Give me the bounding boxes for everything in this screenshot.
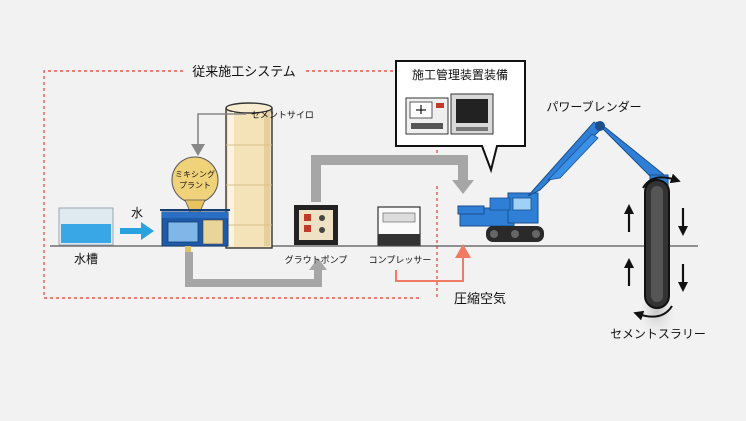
power-blender-label: パワーブレンダー (546, 99, 641, 114)
cement-silo-label: セメントサイロ (251, 110, 314, 121)
grout-pump-label: グラウトポンプ (285, 254, 348, 266)
cement-slurry-label: セメントスラリー (610, 327, 706, 341)
down-arrows-right (678, 208, 688, 292)
mixing-plant-label-2: プラント (179, 181, 211, 190)
compressor (377, 206, 421, 246)
system-title: 従来施工システム (192, 65, 296, 80)
water-arrow (120, 222, 154, 240)
up-arrows-left (624, 204, 634, 286)
water-label: 水 (131, 206, 143, 220)
pipe-pump-to-blender (311, 155, 468, 202)
silo-feed-head (191, 144, 205, 156)
control-device-label: 施工管理装置装備 (412, 67, 508, 82)
silo-feed-line (197, 113, 246, 146)
cement-silo (225, 102, 273, 249)
control-device-illustration (405, 93, 494, 135)
pipe-plant-to-pump (185, 252, 322, 287)
pipe-pump-to-blender-head (452, 180, 474, 194)
water-tank (58, 207, 114, 246)
rotation-arrow-bottom (633, 305, 673, 321)
compressed-air-label: 圧縮空気 (454, 291, 506, 307)
power-blender (457, 121, 669, 242)
mixing-plant-label-1: ミキシング (175, 169, 215, 179)
air-line-head (455, 244, 471, 258)
pipe-plant-to-pump-head (309, 258, 327, 270)
air-line (395, 258, 464, 282)
blender-shaft (639, 179, 675, 348)
compressor-label: コンプレッサー (369, 255, 432, 266)
rotation-arrow-top (642, 173, 681, 189)
mixing-plant (160, 156, 230, 252)
grout-pump (294, 205, 338, 245)
water-tank-label: 水槽 (74, 252, 98, 266)
